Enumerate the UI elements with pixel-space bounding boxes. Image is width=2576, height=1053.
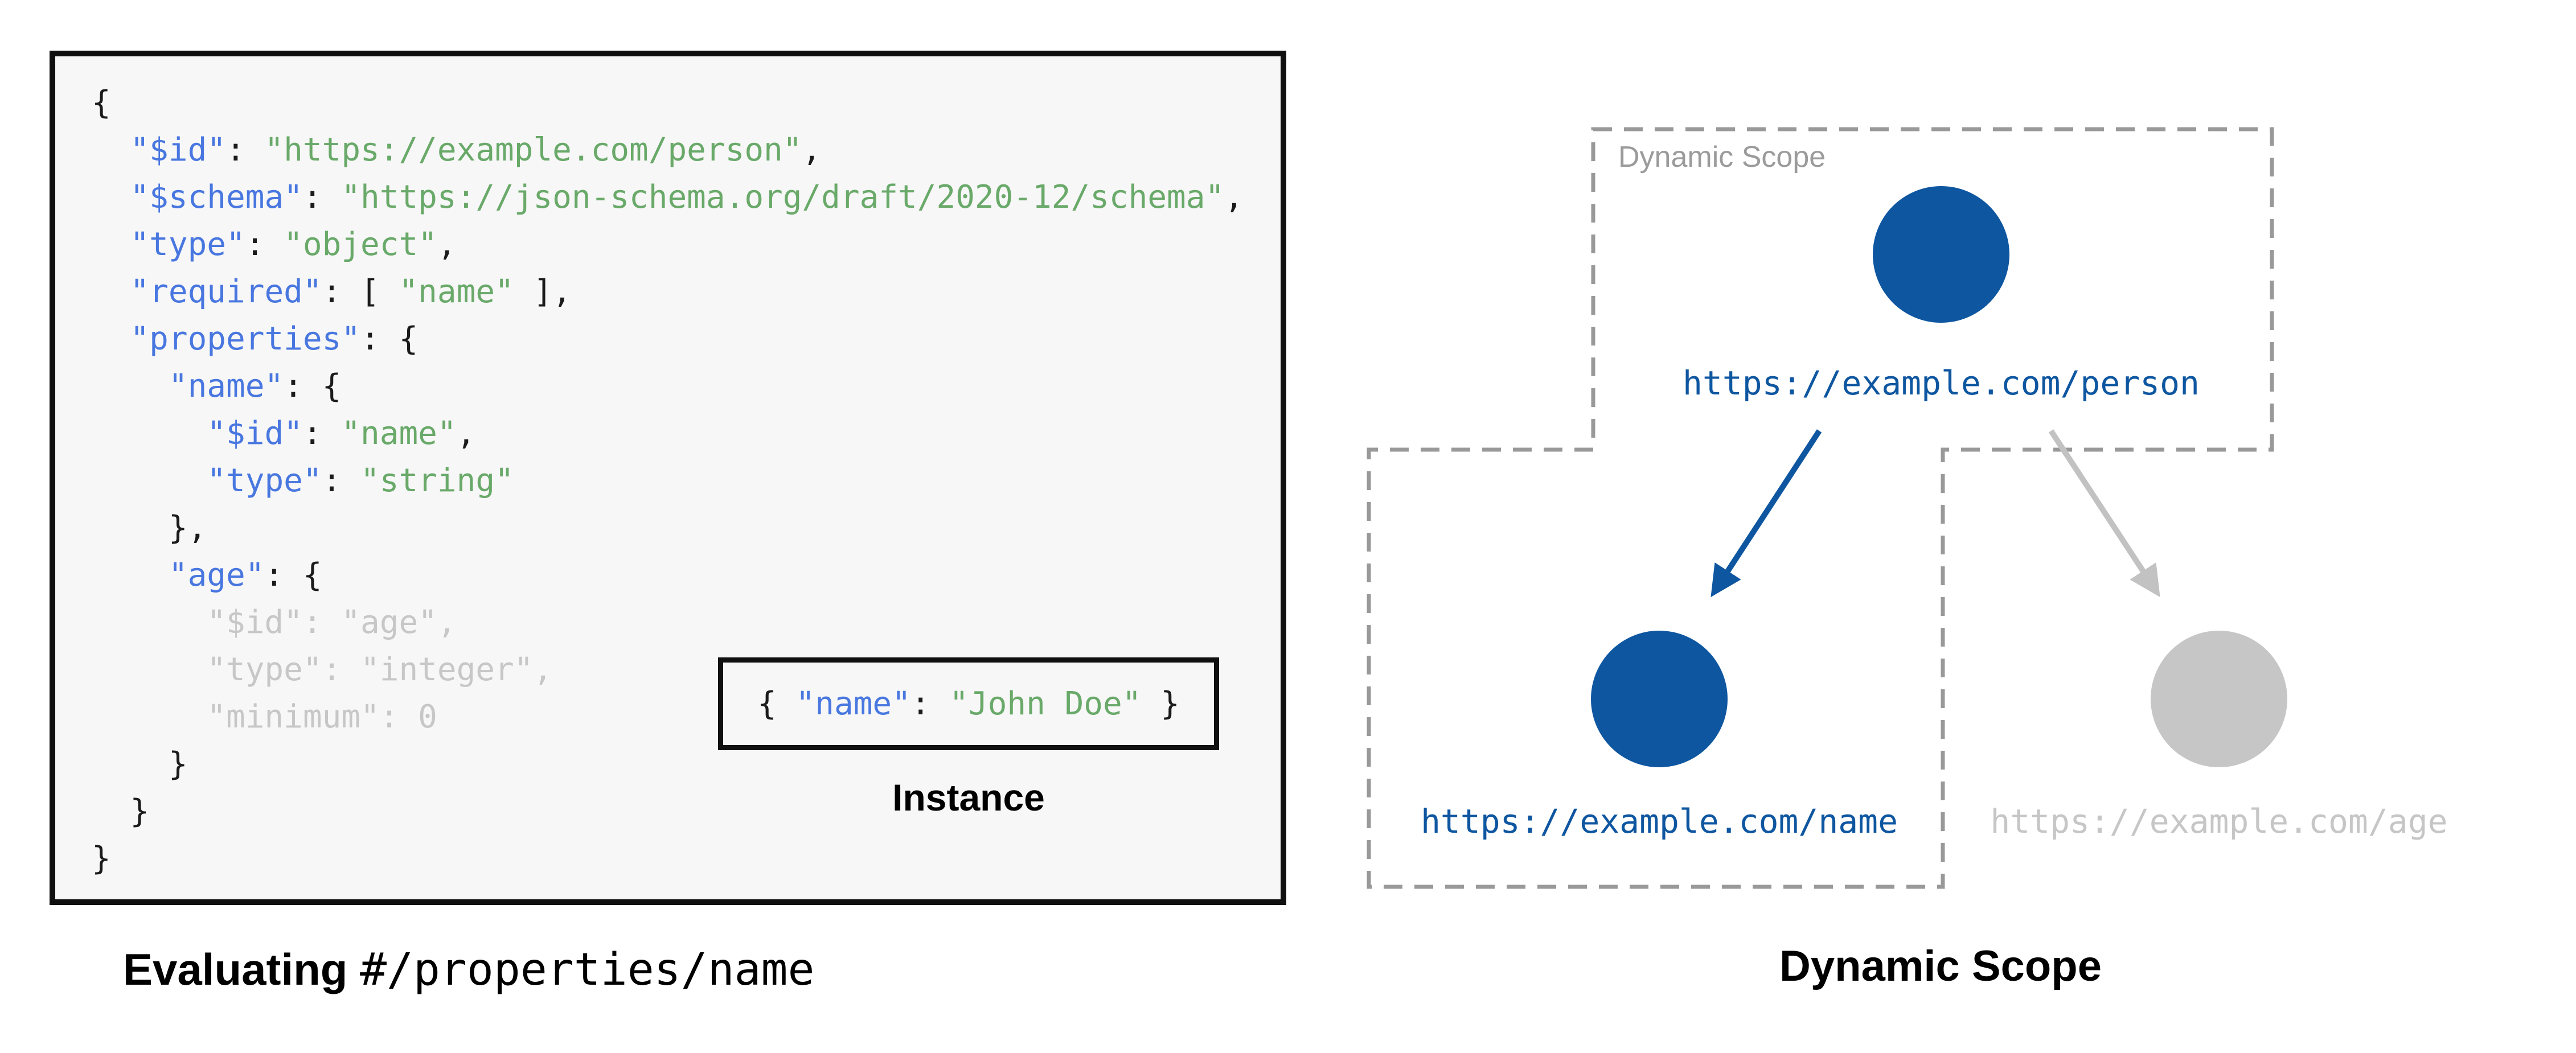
node-name-circle <box>1591 631 1728 767</box>
node-name-url: https://example.com/name <box>1420 802 1898 841</box>
schema-code: { "$id": "https://example.com/person", "… <box>92 84 1244 877</box>
dynamic-scope-caption: Dynamic Scope <box>1779 942 2102 990</box>
arrow-person-to-name <box>1711 429 1822 598</box>
node-person-url: https://example.com/person <box>1683 364 2200 402</box>
evaluating-caption-bold: Evaluating <box>123 944 348 994</box>
evaluating-caption: Evaluating #/properties/name <box>123 947 814 992</box>
instance-box: { "name": "John Doe" } <box>718 657 1219 750</box>
instance-code: { "name": "John Doe" } <box>757 685 1180 722</box>
node-age-circle <box>2151 631 2287 767</box>
schema-panel: { "$id": "https://example.com/person", "… <box>50 51 1286 905</box>
dynamic-scope-region-label: Dynamic Scope <box>1618 141 1826 174</box>
dynamic-scope-outline <box>1367 127 2274 889</box>
evaluating-caption-pointer: #/properties/name <box>360 944 815 996</box>
node-age-url: https://example.com/age <box>1990 802 2448 841</box>
arrow-person-to-age <box>2048 429 2160 598</box>
node-person-circle <box>1873 186 2009 323</box>
instance-label: Instance <box>892 776 1045 818</box>
